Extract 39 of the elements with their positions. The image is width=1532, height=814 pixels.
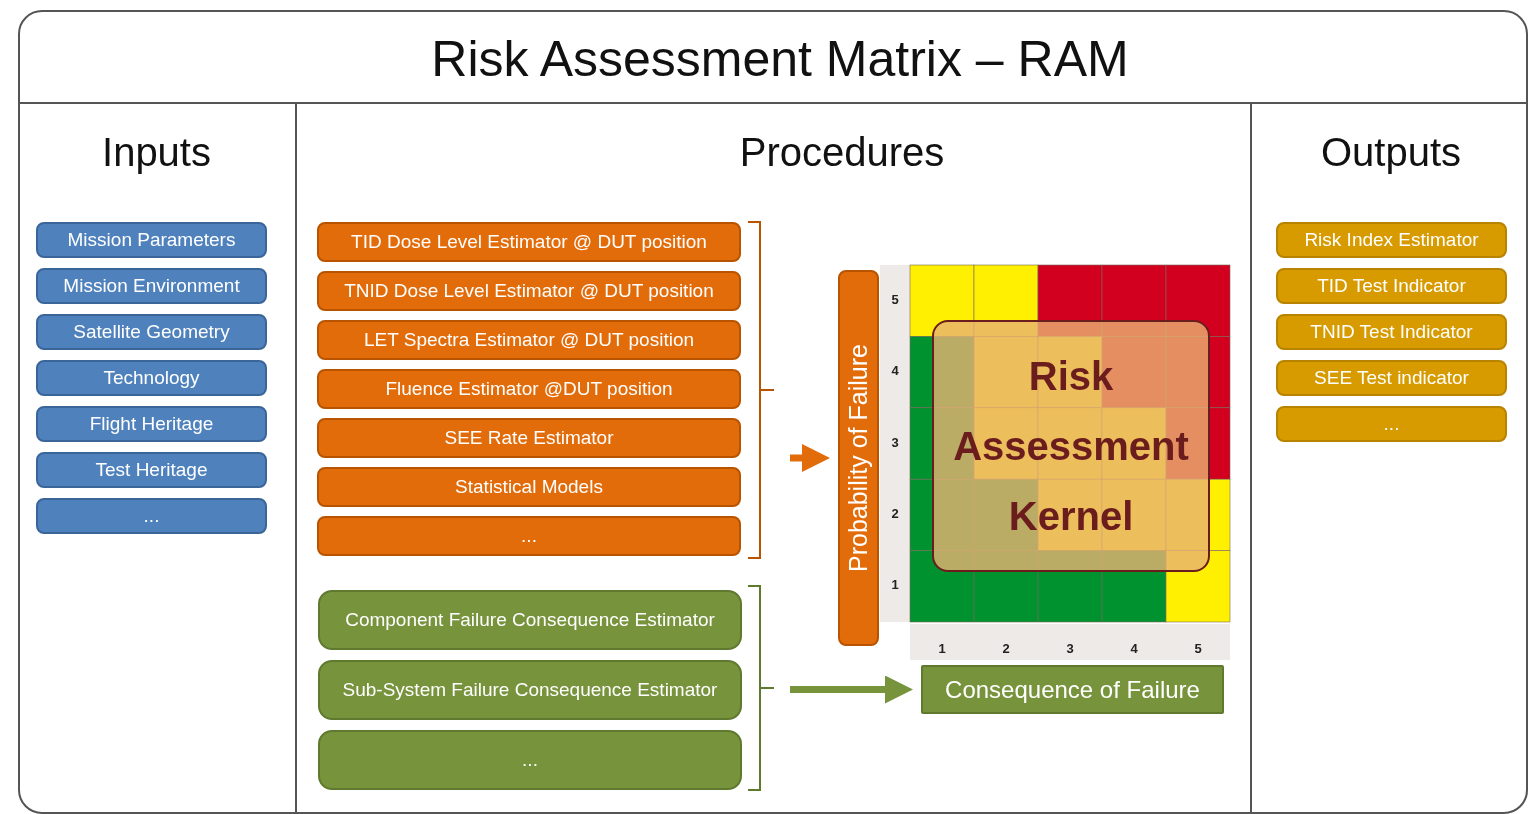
axis-tick-label: 1 [890,577,900,593]
axis-tick-label: 2 [890,505,900,521]
axis-tick-label: 4 [890,363,900,379]
output-box: ... [1276,406,1507,442]
output-box: SEE Test indicator [1276,360,1507,396]
procedure-box: ... [318,730,742,790]
axis-tick-label: 5 [890,291,900,307]
axis-tick-label: 3 [890,434,900,450]
axis-title-box: Probability of Failure [838,270,879,646]
column-heading: Outputs [1319,130,1463,175]
axis-tick-label: 5 [1193,641,1203,656]
input-box: Test Heritage [36,452,267,488]
procedure-box: TID Dose Level Estimator @ DUT position [317,222,741,262]
output-box: TNID Test Indicator [1276,314,1507,350]
procedure-box: Fluence Estimator @DUT position [317,369,741,409]
input-box: Technology [36,360,267,396]
procedure-box: ... [317,516,741,556]
procedure-box: LET Spectra Estimator @ DUT position [317,320,741,360]
procedure-box: TNID Dose Level Estimator @ DUT position [317,271,741,311]
diagram-title: Risk Assessment Matrix – RAM [430,30,1130,88]
output-box: TID Test Indicator [1276,268,1507,304]
input-box: Mission Environment [36,268,267,304]
axis-title-box: Consequence of Failure [921,665,1224,714]
input-box: Mission Parameters [36,222,267,258]
input-box: Flight Heritage [36,406,267,442]
axis-tick-label: 1 [937,641,947,656]
kernel-box: Risk Assessment Kernel [932,320,1210,572]
axis-tick-label: 2 [1001,641,1011,656]
column-heading: Inputs [101,130,212,175]
procedure-box: Sub-System Failure Consequence Estimator [318,660,742,720]
procedure-box: Component Failure Consequence Estimator [318,590,742,650]
output-box: Risk Index Estimator [1276,222,1507,258]
axis-tick-label: 3 [1065,641,1075,656]
input-box: ... [36,498,267,534]
procedure-box: Statistical Models [317,467,741,507]
axis-tick-label: 4 [1129,641,1139,656]
column-heading: Procedures [738,130,946,175]
procedure-box: SEE Rate Estimator [317,418,741,458]
input-box: Satellite Geometry [36,314,267,350]
